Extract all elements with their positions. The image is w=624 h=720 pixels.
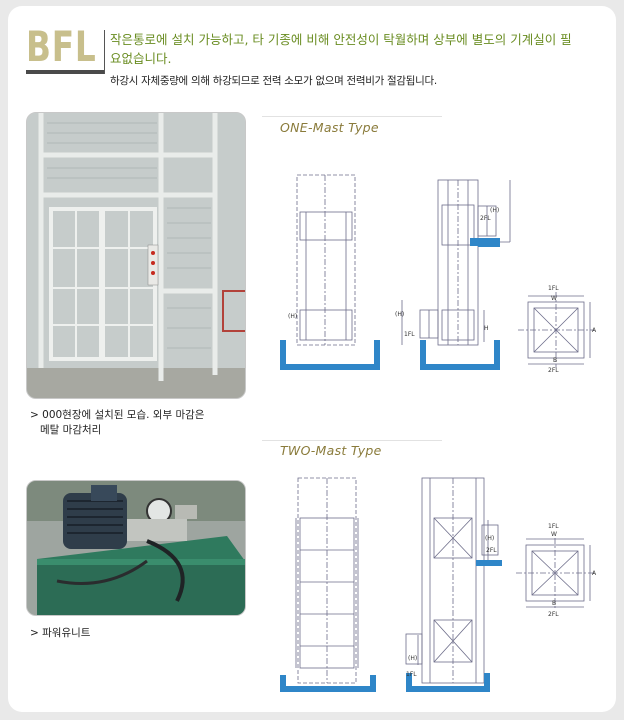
- logo-underline: [26, 70, 104, 74]
- label-h-paren-2: (H): [485, 535, 494, 542]
- label-2fl-plan: 2FL: [548, 367, 559, 374]
- label-1fl-plan-2: 1FL: [548, 523, 559, 530]
- label-b-plan: B: [553, 357, 557, 364]
- power-unit-photo: [26, 480, 246, 616]
- intro-description: 작은통로에 설치 가능하고, 타 기종에 비해 안전성이 탁월하며 상부에 별도…: [110, 32, 572, 66]
- one-mast-title: ONE-Mast Type: [280, 120, 379, 135]
- label-h-paren-left-2: (H): [408, 655, 417, 662]
- label-a-plan-2: A: [592, 570, 597, 577]
- label-1fl-side: 1FL: [404, 331, 415, 338]
- brand-logo: BFL: [26, 22, 97, 71]
- intro-power-note: 하강시 자체중량에 의해 하강되므로 전력 소모가 없으며 전력비가 절감됩니다…: [110, 75, 437, 87]
- caption-line-2: 메탈 마감처리: [40, 424, 102, 436]
- label-2fl-2: 2FL: [486, 547, 497, 554]
- label-2fl-plan-2: 2FL: [548, 611, 559, 618]
- installed-lift-photo: [26, 112, 246, 399]
- one-mast-drawings: (H) (H) 2FL 1FL (H) H 1FL W A B 2FL: [280, 174, 597, 374]
- label-h-paren-left: (H): [395, 311, 404, 318]
- section-divider-one-mast: [262, 116, 442, 117]
- power-unit-caption: > 파워유니트: [30, 627, 91, 639]
- section-divider-two-mast: [262, 440, 442, 441]
- caption-line-1: > 000현장에 설치된 모습. 외부 마감은: [30, 409, 205, 421]
- label-b-plan-2: B: [552, 600, 556, 607]
- label-1fl-plan: 1FL: [548, 285, 559, 292]
- label-2fl-side: 2FL: [480, 215, 491, 222]
- two-mast-drawings: (H) 2FL (H) 1FL 1FL W A B 2FL: [280, 477, 597, 692]
- installed-lift-caption: > 000현장에 설치된 모습. 외부 마감은 메탈 마감처리: [30, 408, 204, 438]
- two-mast-title: TWO-Mast Type: [280, 443, 382, 458]
- header-divider: [104, 30, 105, 74]
- label-1fl-2: 1FL: [406, 671, 417, 678]
- label-h-paren: (H): [288, 313, 297, 320]
- label-w-plan: W: [551, 295, 557, 302]
- label-h-paren-side: (H): [490, 207, 499, 214]
- label-a-plan: A: [592, 327, 597, 334]
- label-h-side: H: [484, 325, 489, 332]
- label-w-plan-2: W: [551, 531, 557, 538]
